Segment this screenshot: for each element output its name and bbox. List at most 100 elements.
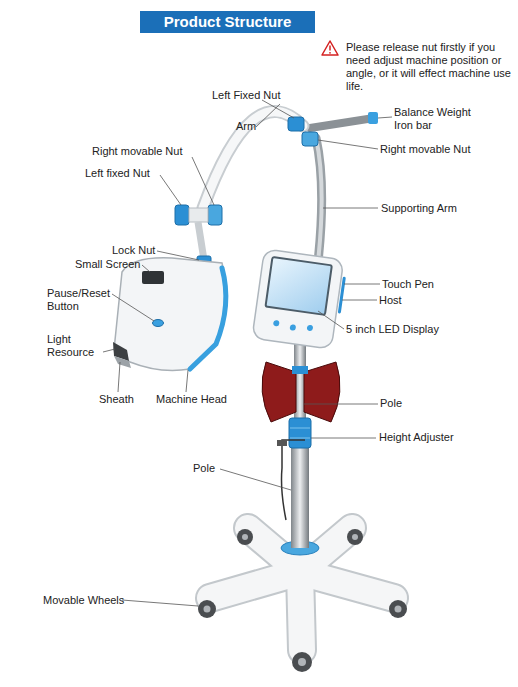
part-label: Sheath — [99, 393, 134, 406]
leader-line — [112, 294, 154, 321]
base-leg — [300, 572, 394, 598]
title: Product Structure — [140, 11, 315, 33]
arm-joint — [189, 208, 208, 222]
wheel — [347, 529, 363, 545]
host-button — [307, 325, 314, 332]
touch-pen — [339, 278, 344, 312]
part-label: Left fixed Nut — [85, 167, 150, 180]
warning-mark — [329, 46, 331, 51]
leader-line — [142, 265, 150, 272]
holder-wing — [262, 362, 296, 422]
leader-line — [318, 311, 344, 329]
wheel-hub — [298, 658, 306, 666]
wheel-hub — [395, 606, 402, 613]
wheel — [292, 652, 312, 672]
base-leg — [300, 572, 302, 650]
leader-line — [122, 600, 198, 606]
wheels — [198, 529, 407, 672]
part-label: Machine Head — [156, 393, 227, 406]
supporting-arm-highlight — [316, 138, 322, 262]
leader-line — [160, 175, 181, 205]
arm-pipe — [203, 111, 303, 208]
part-label: Right movable Nut — [380, 143, 471, 156]
holder-clamp — [292, 366, 308, 374]
part-label: Pole — [380, 397, 402, 410]
bar-cap — [368, 112, 378, 124]
part-label: Height Adjuster — [379, 431, 454, 444]
leader-line — [304, 404, 378, 405]
part-label: Pause/Reset Button — [47, 287, 117, 313]
part-label: Small Screen — [75, 258, 140, 271]
leader-line — [157, 251, 199, 260]
head-accent — [190, 268, 226, 369]
leader-line — [378, 117, 392, 118]
part-label: Left Fixed Nut — [212, 89, 280, 102]
host-button — [273, 320, 280, 327]
host-button — [289, 324, 296, 331]
head-shell — [114, 258, 226, 371]
title-banner — [140, 11, 315, 33]
part-label: Balance Weight Iron bar — [394, 106, 476, 132]
supporting-arm — [316, 138, 322, 262]
warning-triangle — [322, 41, 338, 55]
host-body — [252, 249, 344, 349]
adjuster-ridge — [290, 438, 310, 439]
led-display — [265, 257, 331, 315]
wheel — [237, 529, 253, 545]
part-label: 5 inch LED Display — [346, 323, 439, 336]
part-label: Right movable Nut — [92, 145, 183, 158]
part-label: Movable Wheels — [43, 594, 124, 607]
part-label: Touch Pen — [382, 278, 434, 291]
leader-line — [342, 300, 377, 301]
wheel-hub — [242, 534, 248, 540]
leader-line — [311, 438, 376, 439]
supporting-arm-pipe — [316, 138, 322, 262]
height-adjuster — [289, 418, 311, 448]
adjuster-ridge — [290, 428, 310, 429]
part-label: Host — [379, 294, 402, 307]
leader-line — [220, 469, 291, 490]
balance-bar — [310, 118, 374, 128]
leader-line — [323, 208, 378, 209]
holder — [262, 362, 340, 422]
part-label: Supporting Arm — [381, 202, 457, 215]
head-stem — [198, 222, 204, 260]
leader-line — [318, 140, 378, 149]
power-cord — [282, 440, 306, 520]
leader-line — [186, 370, 188, 392]
holder-wing — [304, 362, 340, 422]
base — [198, 528, 407, 672]
part-label: Light Resource — [47, 333, 102, 359]
right-movable-nut-top — [302, 132, 318, 146]
wheel-hub — [204, 606, 211, 613]
wheel — [198, 600, 216, 618]
pole — [277, 330, 311, 548]
warning-symbol — [322, 41, 338, 55]
plug — [277, 440, 287, 446]
small-screen — [142, 271, 164, 284]
leader-line — [118, 362, 120, 392]
wheel — [389, 600, 407, 618]
left-fixed-nut — [175, 205, 189, 225]
sheath — [114, 356, 131, 368]
base-leg — [300, 572, 302, 650]
leader-line — [192, 157, 214, 205]
host — [252, 249, 347, 350]
arm-outline — [203, 111, 303, 208]
left-fixed-nut-top — [288, 117, 304, 131]
part-label: Lock Nut — [112, 244, 155, 257]
machine-head — [113, 258, 226, 371]
part-label: Pole — [193, 462, 215, 475]
leader-line — [262, 100, 294, 118]
leader-line — [103, 349, 115, 352]
arm — [175, 111, 378, 266]
right-movable-nut — [208, 205, 222, 225]
leader-line — [344, 284, 380, 285]
wheel-hub — [352, 534, 358, 540]
leader-line — [256, 104, 280, 127]
pause-reset-button — [153, 320, 164, 327]
part-label: Arm — [236, 120, 256, 133]
